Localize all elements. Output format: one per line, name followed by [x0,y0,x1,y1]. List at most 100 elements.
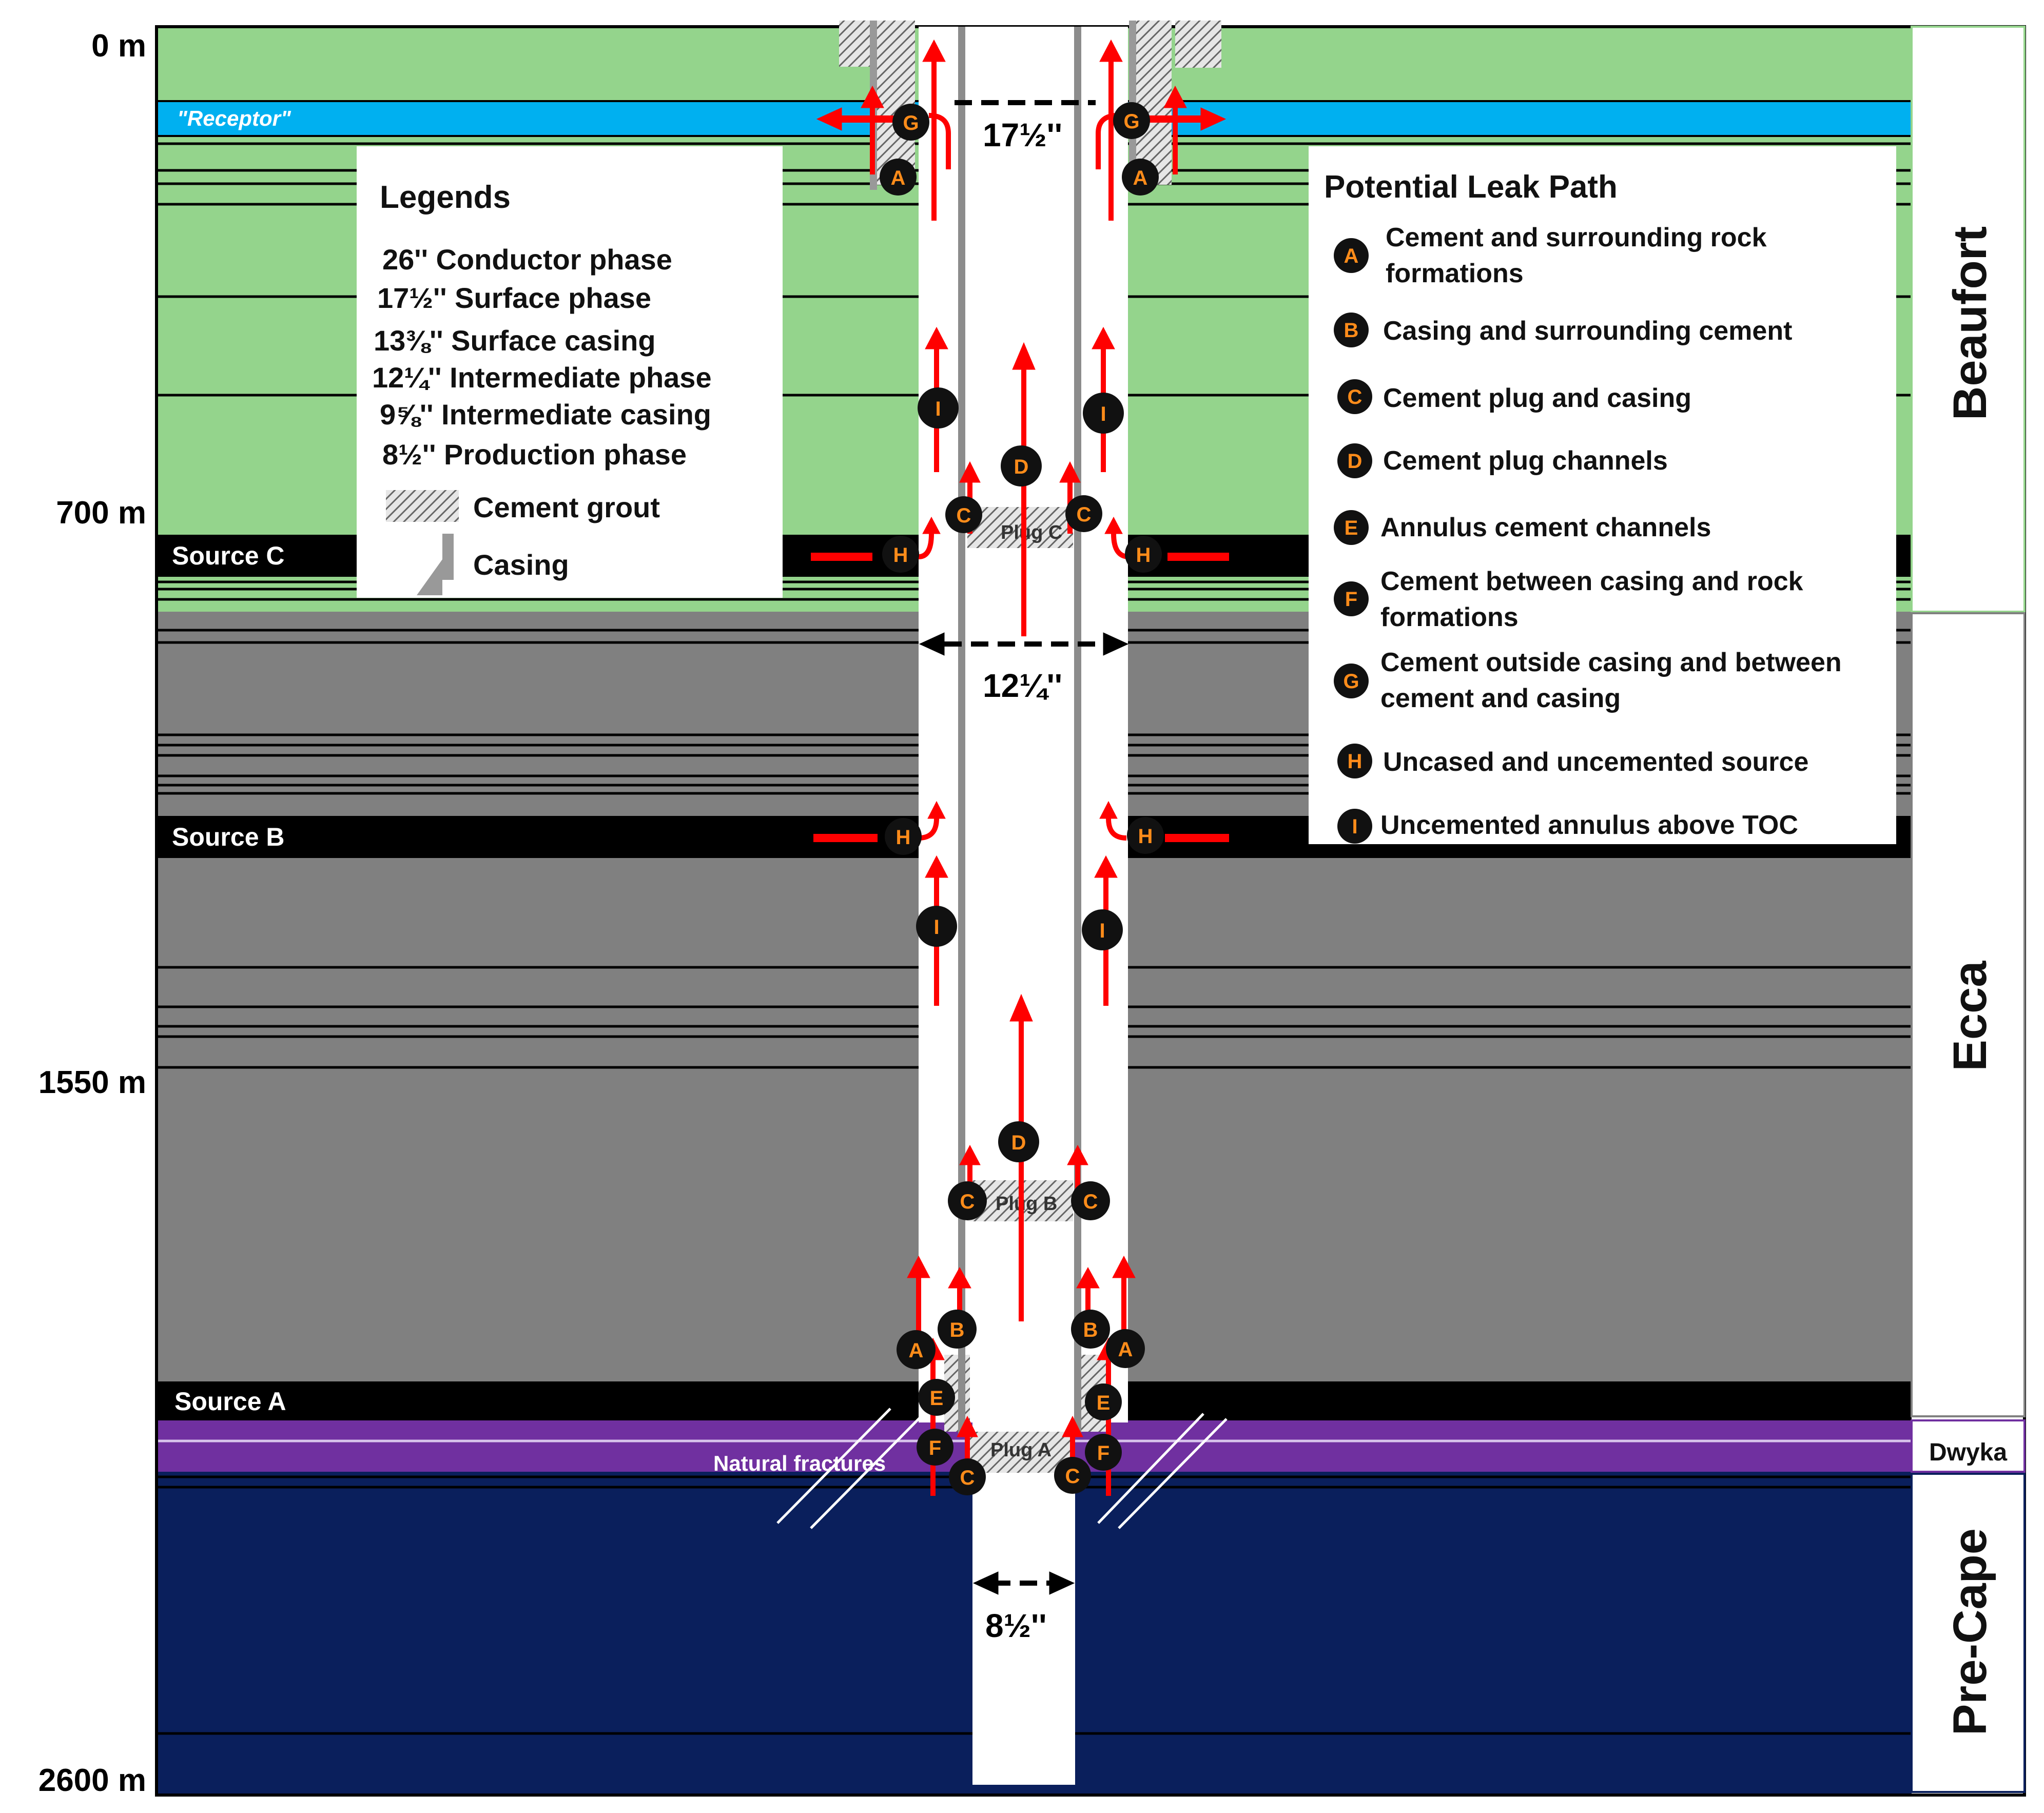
badge-i-right-2: I [1082,909,1123,950]
hook-g-right [1096,113,1118,169]
svg-text:H: H [1348,750,1362,773]
width-17-5-label: 17½'' [983,116,1062,153]
svg-text:G: G [903,112,919,134]
svg-text:Cement between casing and rock: Cement between casing and rock [1380,567,1803,596]
badge-d-low: D [998,1121,1039,1162]
svg-text:A: A [1118,1338,1133,1361]
legend-panel [357,146,783,598]
svg-text:A: A [891,167,906,189]
legend-item-surface-phase: 17½'' Surface phase [377,282,651,314]
width-8-5-label: 8½'' [985,1607,1046,1644]
leak-badges: G G A A I I D C C H H H H I I D C C B B … [880,102,1164,1495]
svg-text:D: D [1014,456,1029,478]
casing-swatch-icon [417,534,454,595]
svg-text:A: A [909,1339,924,1362]
svg-text:A: A [1133,167,1148,189]
svg-text:cement and casing: cement and casing [1380,684,1621,713]
svg-text:I: I [933,916,939,939]
svg-text:Annulus cement channels: Annulus cement channels [1380,513,1711,542]
dim-12-25-left-head [919,632,945,656]
badge-f-right: F [1085,1434,1122,1471]
plug-c-label: Plug C [1001,522,1062,543]
unit-precape-label: Pre-Cape [1944,1528,1996,1736]
badge-h-right-c: H [1125,536,1162,573]
svg-text:I: I [935,398,941,420]
svg-text:C: C [1065,1465,1080,1488]
leak-path-title: Potential Leak Path [1324,169,1618,205]
plug-c-block [967,507,1073,548]
unit-precape-box [1911,1473,2026,1793]
leak-item-c: C Cement plug and casing [1337,379,1691,414]
surface-cement-right [1132,21,1172,185]
leak-item-h: H Uncased and uncemented source [1337,744,1808,778]
width-markers [919,100,1129,1595]
casing-left [958,27,965,1434]
depth-0: 0 m [91,28,146,64]
conductor-cement-left [839,21,872,67]
badge-i-left-1: I [918,387,959,428]
legend-item-conductor: 26'' Conductor phase [382,243,672,276]
svg-text:E: E [1097,1392,1111,1414]
hook-tip-right-c [1104,516,1123,534]
casing-right [1074,27,1081,1434]
legend-cement-label: Cement grout [473,491,660,523]
badge-g-left: G [892,104,929,141]
source-b-label: Source B [172,823,285,851]
badge-h-left-b: H [885,818,922,855]
plug-a-label: Plug A [990,1439,1052,1461]
svg-text:E: E [1345,517,1358,539]
svg-text:C: C [960,1467,975,1489]
svg-text:Uncased and uncemented source: Uncased and uncemented source [1383,747,1808,777]
legend-box: Legends 26'' Conductor phase 17½'' Surfa… [357,146,783,598]
arrow-up-center-d-low [1009,993,1033,1321]
hook-tip-left-b [927,801,946,819]
svg-text:D: D [1011,1132,1026,1154]
badge-c-left-1: C [945,496,982,533]
svg-text:formations: formations [1380,602,1519,632]
svg-text:A: A [1344,245,1359,267]
svg-text:formations: formations [1386,259,1524,288]
dim-12-25-right-head [1103,632,1129,656]
svg-text:C: C [1348,386,1362,408]
leak-item-i: I Uncemented annulus above TOC [1337,809,1798,844]
unit-dwyka-box [1911,1419,2026,1473]
svg-text:C: C [957,504,971,527]
leak-item-f: F Cement between casing and rock formati… [1334,567,1803,632]
badge-e-left: E [918,1379,955,1416]
depth-1550: 1550 m [38,1065,146,1100]
plug-b-label: Plug B [996,1193,1057,1215]
badge-h-left-c: H [882,536,919,573]
leak-item-g: G Cement outside casing and between ceme… [1334,648,1842,713]
badge-c-right-1: C [1065,495,1102,532]
badge-a-right-low: A [1106,1329,1145,1368]
unit-column: Beaufort Ecca Dwyka Pre-Cape [1911,26,2026,1793]
svg-text:H: H [896,826,911,849]
svg-text:F: F [929,1437,941,1459]
dim-8-5-right-head [1049,1571,1075,1595]
svg-text:B: B [1344,319,1359,342]
conductor-cement-right [1175,21,1221,68]
svg-text:Casing and surrounding cement: Casing and surrounding cement [1383,316,1792,346]
svg-text:B: B [1083,1319,1098,1341]
svg-text:G: G [1343,670,1359,693]
hook-h-left-c [918,533,934,559]
svg-text:H: H [1136,544,1151,567]
svg-text:Uncemented annulus above TOC: Uncemented annulus above TOC [1380,810,1798,840]
svg-text:E: E [930,1387,944,1410]
receptor-label: "Receptor" [177,106,291,130]
badge-i-right-1: I [1083,393,1124,434]
badge-h-right-b: H [1127,817,1164,854]
badge-b-right: B [1071,1310,1110,1349]
depth-2600: 2600 m [38,1763,146,1798]
casing-strings [870,21,1136,1434]
plug-a-block [967,1432,1073,1473]
svg-text:H: H [893,544,908,567]
source-c-label: Source C [172,541,285,570]
svg-text:F: F [1097,1442,1109,1465]
hook-h-left-b [918,818,939,841]
unit-beaufort-box [1911,26,2026,613]
svg-text:H: H [1138,825,1153,848]
svg-text:I: I [1352,815,1357,838]
badge-d-top: D [1001,445,1042,486]
